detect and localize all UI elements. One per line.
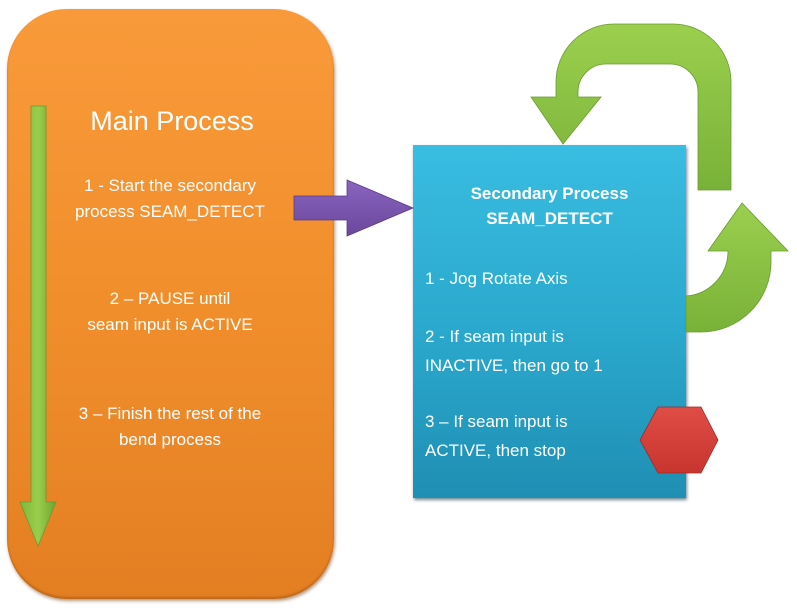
secondary-title-line2: SEAM_DETECT	[486, 209, 613, 228]
secondary-step-2-line1: 2 - If seam input is	[425, 327, 564, 346]
process-flow-down-arrow-icon	[19, 105, 57, 548]
start-secondary-arrow-icon	[293, 179, 415, 237]
main-process-box	[7, 9, 334, 599]
stop-hexagon-icon	[639, 406, 719, 474]
secondary-step-2-line2: INACTIVE, then go to 1	[425, 356, 603, 375]
main-step-3-line1: 3 – Finish the rest of the	[78, 404, 262, 423]
main-step-1: 1 - Start the secondary process SEAM_DET…	[40, 173, 300, 225]
secondary-step-3: 3 – If seam input is ACTIVE, then stop	[425, 407, 680, 465]
main-step-3-line2: bend process	[118, 430, 222, 449]
main-step-2: 2 – PAUSE until seam input is ACTIVE	[40, 286, 300, 338]
main-step-1-line1: 1 - Start the secondary	[84, 176, 256, 195]
main-step-3: 3 – Finish the rest of the bend process	[40, 401, 300, 453]
secondary-step-3-line1: 3 – If seam input is	[425, 412, 568, 431]
secondary-process-box: Secondary Process SEAM_DETECT 1 - Jog Ro…	[413, 145, 686, 498]
secondary-step-3-line2: ACTIVE, then stop	[425, 441, 566, 460]
main-step-2-line2: seam input is ACTIVE	[87, 315, 253, 334]
secondary-process-title: Secondary Process SEAM_DETECT	[413, 181, 686, 231]
secondary-title-line1: Secondary Process	[470, 184, 629, 203]
main-step-2-line1: 2 – PAUSE until	[109, 289, 231, 308]
main-process-title: Main Process	[90, 106, 254, 136]
main-step-1-line2: process SEAM_DETECT	[75, 202, 265, 221]
loop-up-arrow-icon	[685, 202, 789, 333]
loop-back-arrow-icon	[530, 23, 732, 191]
secondary-step-1: 1 - Jog Rotate Axis	[425, 264, 680, 293]
secondary-step-2: 2 - If seam input is INACTIVE, then go t…	[425, 322, 680, 380]
secondary-step-1-text: 1 - Jog Rotate Axis	[425, 269, 568, 288]
